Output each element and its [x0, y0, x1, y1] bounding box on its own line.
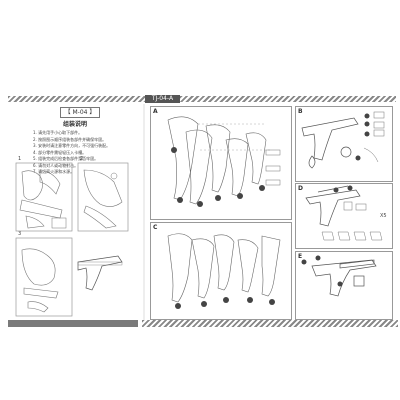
instruction-step: 4. 部分零件需轻轻压入卡槽。 [33, 149, 87, 155]
panel-c [150, 222, 292, 320]
sheet-label-3: 3 [18, 231, 22, 237]
parts-sheet-2-frame [77, 162, 129, 232]
panel-a-callouts [171, 147, 265, 207]
instruction-step: 2. 按照图示顺序组装各部件并确保牢固。 [33, 136, 107, 142]
page-title: 组装说明 [63, 121, 88, 128]
panel-b [295, 106, 393, 182]
instruction-step: 7. 请远离火源和水源。 [33, 169, 75, 174]
instruction-step: 1. 请先用手小心取下部件。 [33, 130, 83, 135]
parts-sheet-3-frame [15, 237, 73, 317]
bottom-stripe-right [142, 320, 398, 327]
instruction-list: 1. 请先用手小心取下部件。 2. 按照图示顺序组装各部件并确保牢固。 3. 安… [33, 130, 143, 176]
bottom-bar-left [8, 320, 138, 327]
code-label: TJ-04-A [145, 95, 180, 103]
panel-d-gun [305, 185, 361, 227]
panel-label-a: A [153, 108, 158, 115]
panel-label-c: C [153, 224, 158, 231]
panel-label-e: E [298, 253, 303, 260]
panel-label-b: B [298, 108, 303, 115]
instruction-step: 3. 安装时请注意零件方向，不可强行装配。 [33, 143, 111, 148]
parts-sheet-1-frame [15, 162, 73, 232]
panel-a [150, 106, 292, 220]
top-stripe-left [8, 96, 145, 102]
assembled-gun-preview [77, 255, 123, 291]
sheet-label-1: 1 [18, 156, 22, 162]
sheet-label-2: 2 [80, 156, 84, 162]
panel-d [295, 183, 393, 249]
panel-c-exploded-parts [167, 233, 281, 303]
panel-a-exploded-parts [167, 116, 267, 205]
panel-label-d: D [298, 185, 303, 192]
top-stripe-right [180, 96, 396, 102]
panel-b-gun [301, 117, 359, 169]
panel-e-gun [311, 259, 377, 297]
instruction-step: 6. 请勿对人或动物射击。 [33, 162, 79, 168]
instruction-step: 5. 组装完成后检查各部件是否牢固。 [33, 156, 99, 161]
quantity-label: X5 [380, 213, 387, 219]
model-number: 【 M-04 】 [60, 107, 100, 118]
